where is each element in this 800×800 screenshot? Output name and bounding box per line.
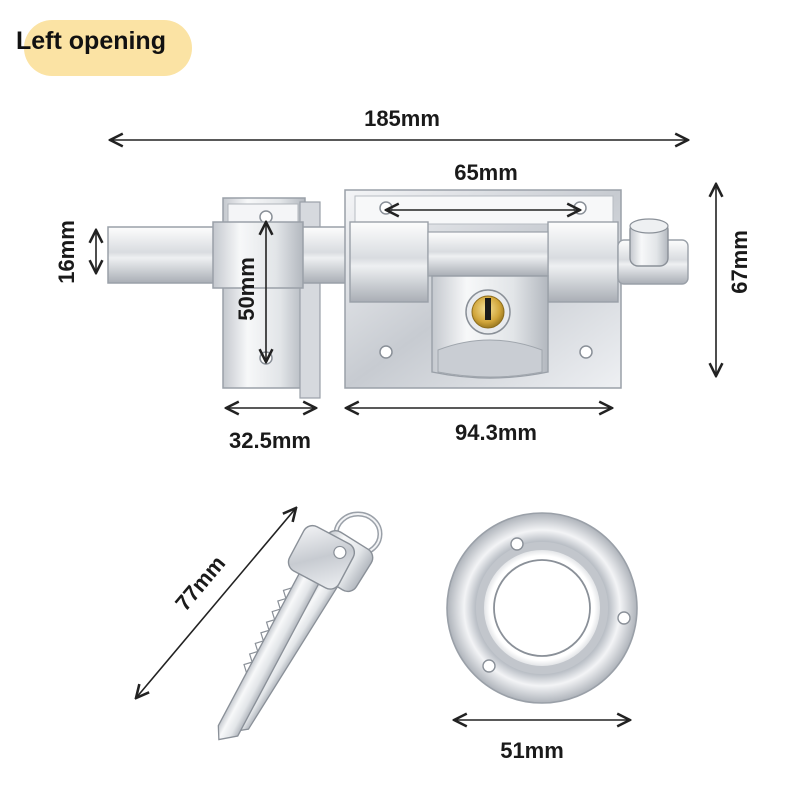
label-overall-length: 185mm (364, 106, 440, 131)
lock-body (344, 189, 622, 389)
label-bolt-height: 16mm (54, 220, 79, 284)
badge-left-opening (24, 20, 192, 76)
label-body-height: 67mm (727, 230, 752, 294)
label-plate-height: 50mm (234, 257, 259, 321)
label-body-width: 94.3mm (455, 420, 537, 445)
key-icon (217, 511, 383, 741)
dim-line-key-length (136, 508, 296, 698)
bolt-knob (617, 218, 689, 285)
bolt-bar (107, 221, 352, 289)
label-escutcheon-diameter: 51mm (500, 738, 564, 763)
latch-assembly (107, 189, 689, 399)
label-keeper-width: 32.5mm (229, 428, 311, 453)
lock-cylinder-icon (465, 289, 511, 335)
label-key-length: 77mm (170, 551, 230, 616)
key-front (217, 524, 356, 741)
badge-label: Left opening (16, 27, 166, 55)
escutcheon-ring-icon (446, 512, 638, 704)
label-hole-spacing: 65mm (454, 160, 518, 185)
dimension-lines (96, 140, 716, 720)
